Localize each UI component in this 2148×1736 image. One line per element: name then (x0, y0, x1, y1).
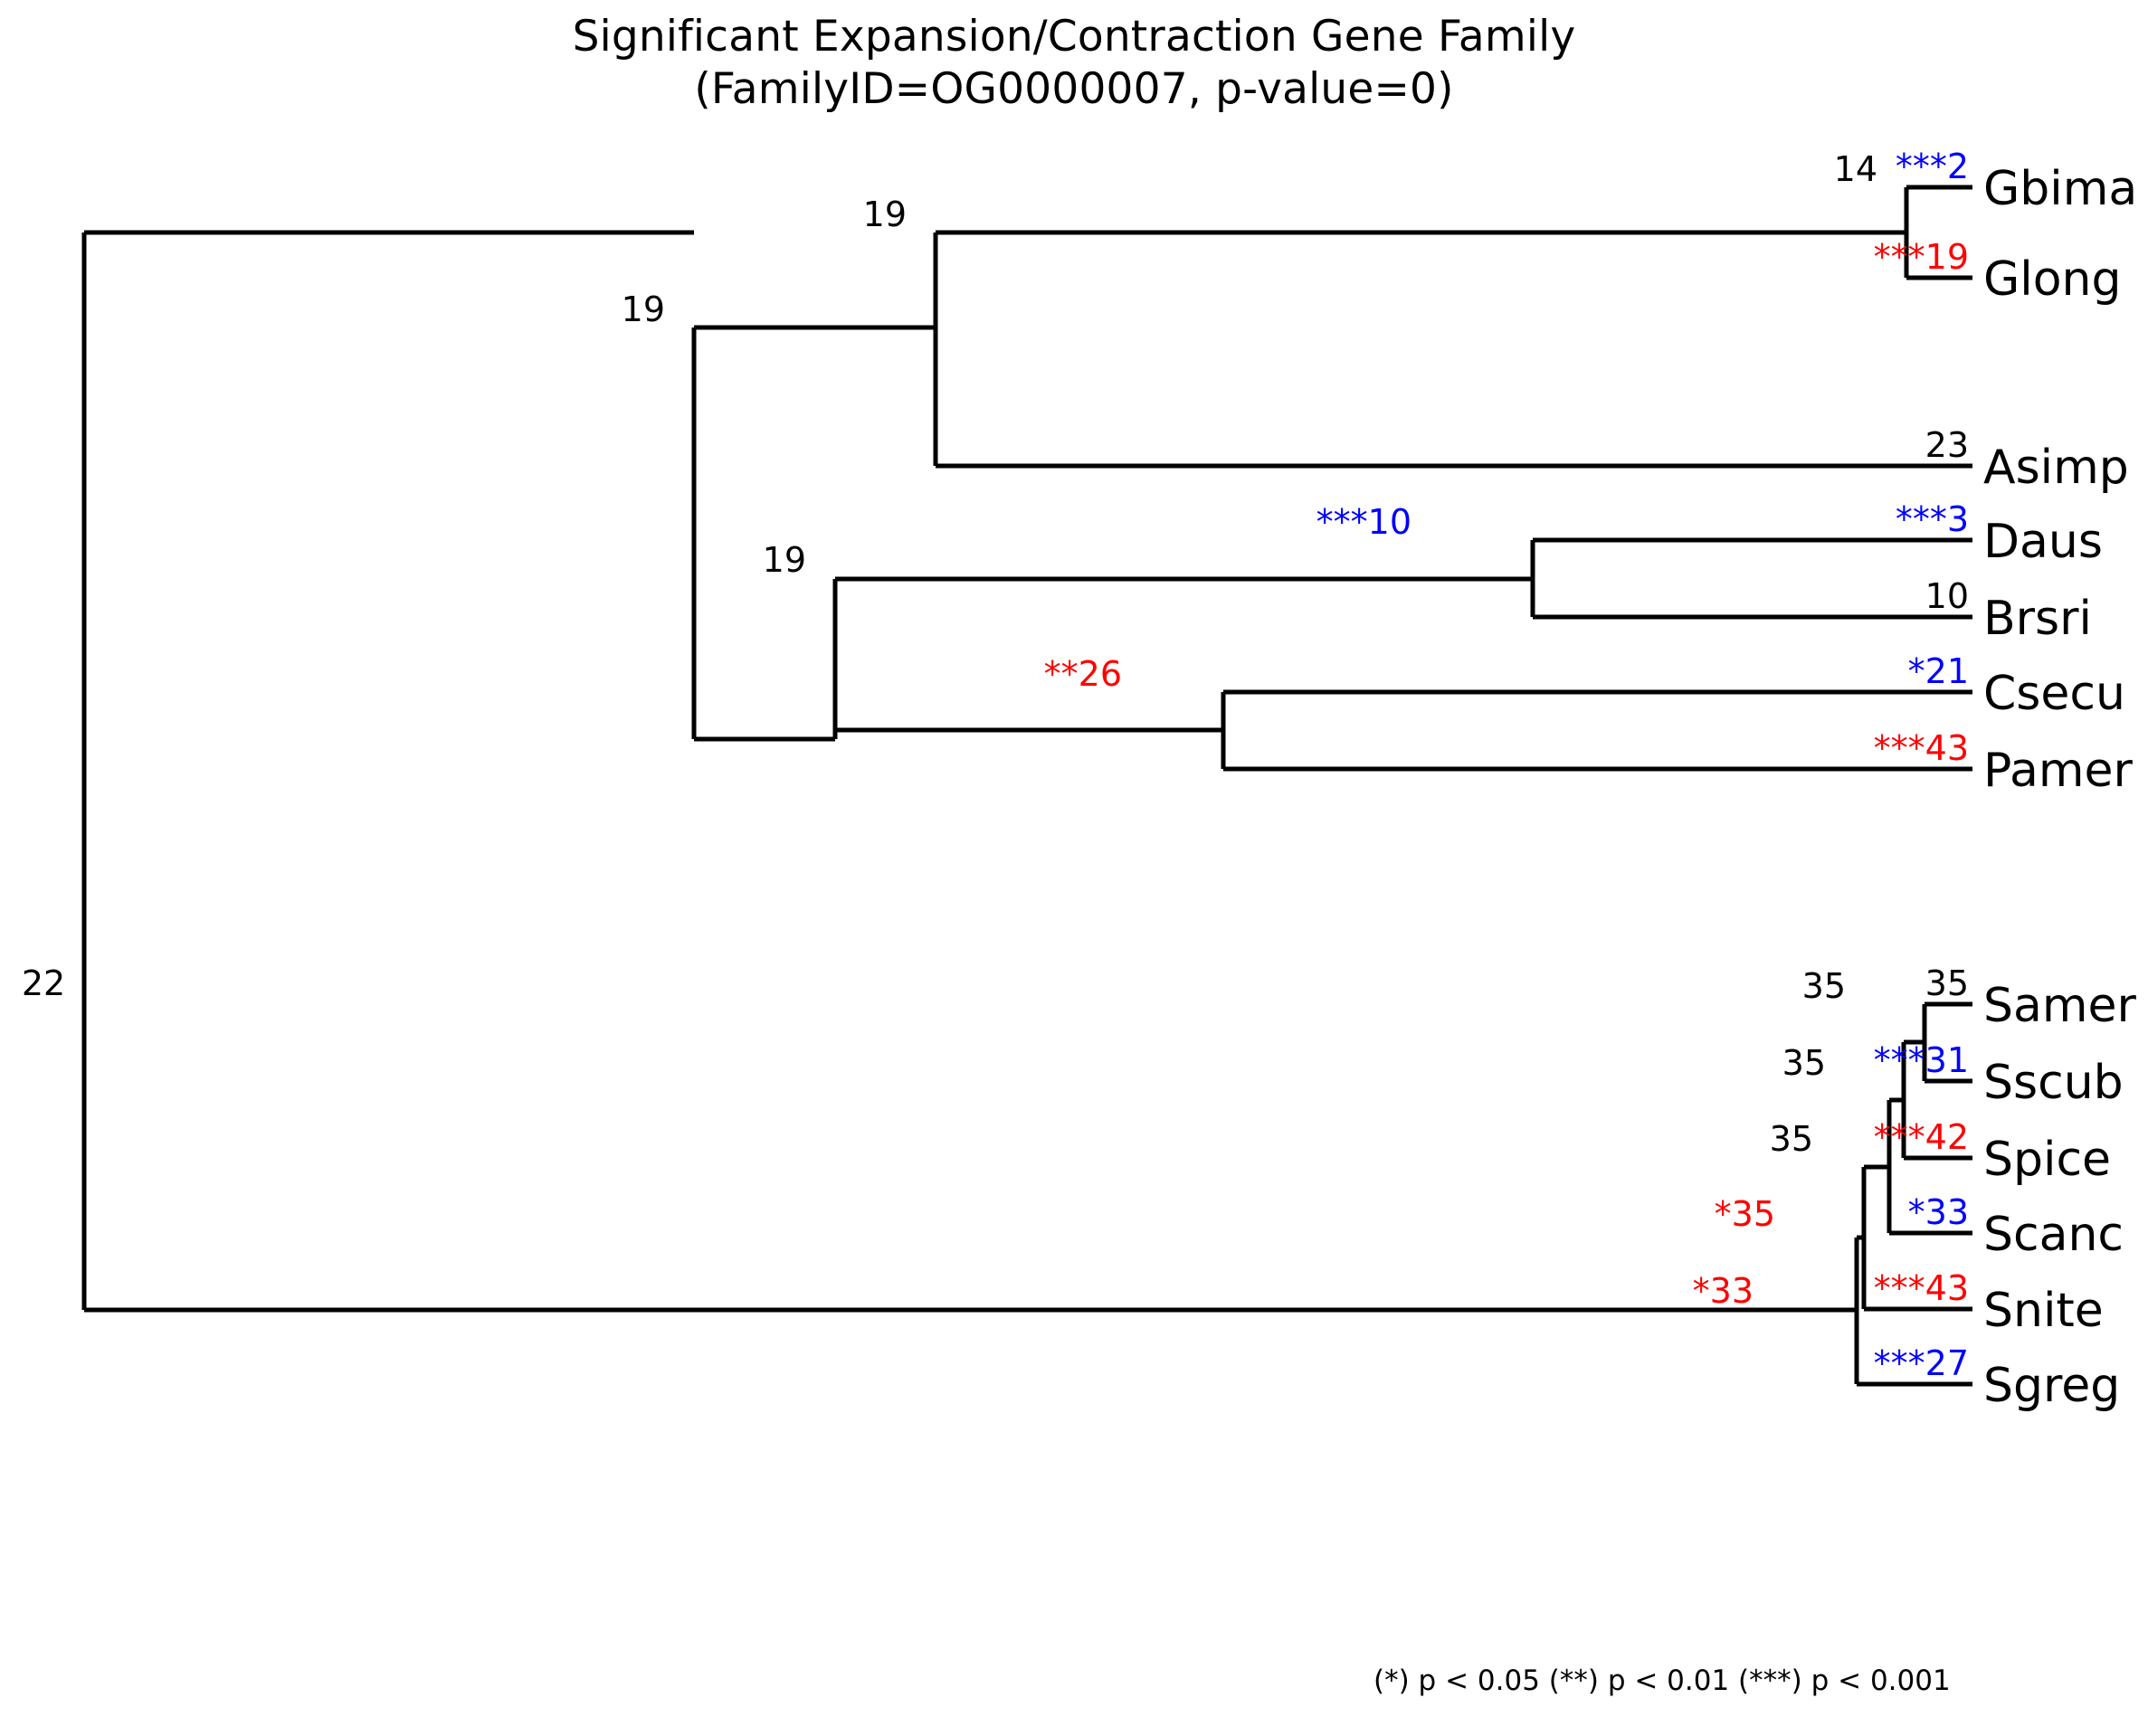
internal-node-count-n_daus_brsri: ***10 (1316, 502, 1411, 542)
tip-count-asimp: 23 (1925, 425, 1969, 465)
tip-label-sgreg: Sgreg (1983, 1359, 2120, 1413)
internal-node-count-n_lower4: 19 (763, 540, 806, 580)
tip-count-glong: ***19 (1874, 237, 1969, 277)
tip-count-samer: 35 (1925, 963, 1969, 1003)
tip-count-brsri: 10 (1925, 576, 1969, 616)
internal-node-count-root: 22 (22, 963, 65, 1003)
tip-label-brsri: Brsri (1983, 592, 2092, 646)
internal-node-count-n_gga: 19 (863, 194, 907, 234)
internal-node-count-n_plus_spice: 35 (1782, 1043, 1826, 1083)
internal-node-count-n_upper: 19 (622, 289, 665, 329)
internal-node-count-n_csecu_pamer: **26 (1044, 654, 1122, 694)
tip-label-glong: Glong (1983, 252, 2122, 307)
tip-label-pamer: Pamer (1983, 744, 2134, 798)
tip-count-daus: ***3 (1896, 499, 1969, 539)
tip-label-daus: Daus (1983, 515, 2103, 569)
internal-node-count-n_plus_snite: *35 (1715, 1194, 1775, 1234)
title-line-1: Significant Expansion/Contraction Gene F… (572, 12, 1576, 62)
tip-label-gbima: Gbima (1983, 162, 2137, 216)
significance-legend: (*) p < 0.05 (**) p < 0.01 (***) p < 0.0… (1373, 1665, 1951, 1697)
branches-layer (81, 185, 1972, 1387)
tip-count-sscub: ***31 (1874, 1040, 1969, 1080)
tip-count-pamer: ***43 (1874, 728, 1969, 768)
node-labels-layer: ***2 ***19 23 ***3 10 *21 ***43 35 ***31 ***42 *33… (22, 147, 1969, 1383)
tip-label-csecu: Csecu (1983, 667, 2125, 721)
internal-node-count-n_bottom: *33 (1693, 1271, 1754, 1311)
tip-label-scanc: Scanc (1983, 1208, 2124, 1262)
tip-label-sscub: Sscub (1983, 1056, 2124, 1110)
tip-labels-layer: GbimaGlongAsimpDausBrsriCsecuPamerSamerS… (1983, 162, 2137, 1413)
tip-label-spice: Spice (1983, 1133, 2111, 1187)
internal-node-count-n_gbima_glong: 14 (1834, 149, 1877, 189)
internal-node-count-n_plus_scanc: 35 (1770, 1119, 1813, 1159)
internal-node-count-n_samer_sscub: 35 (1802, 966, 1846, 1006)
figure-title: Significant Expansion/Contraction Gene F… (0, 11, 2148, 116)
tip-count-spice: ***42 (1874, 1117, 1969, 1157)
tip-count-snite: ***43 (1874, 1268, 1969, 1308)
tip-count-scanc: *33 (1908, 1192, 1969, 1232)
tip-label-snite: Snite (1983, 1284, 2104, 1338)
title-line-2: (FamilyID=OG0000007, p-value=0) (694, 64, 1454, 114)
tip-count-gbima: ***2 (1896, 147, 1969, 186)
tip-label-samer: Samer (1983, 979, 2137, 1033)
tip-count-sgreg: ***27 (1874, 1343, 1969, 1383)
tip-count-csecu: *21 (1908, 651, 1969, 691)
tip-label-asimp: Asimp (1983, 441, 2129, 495)
